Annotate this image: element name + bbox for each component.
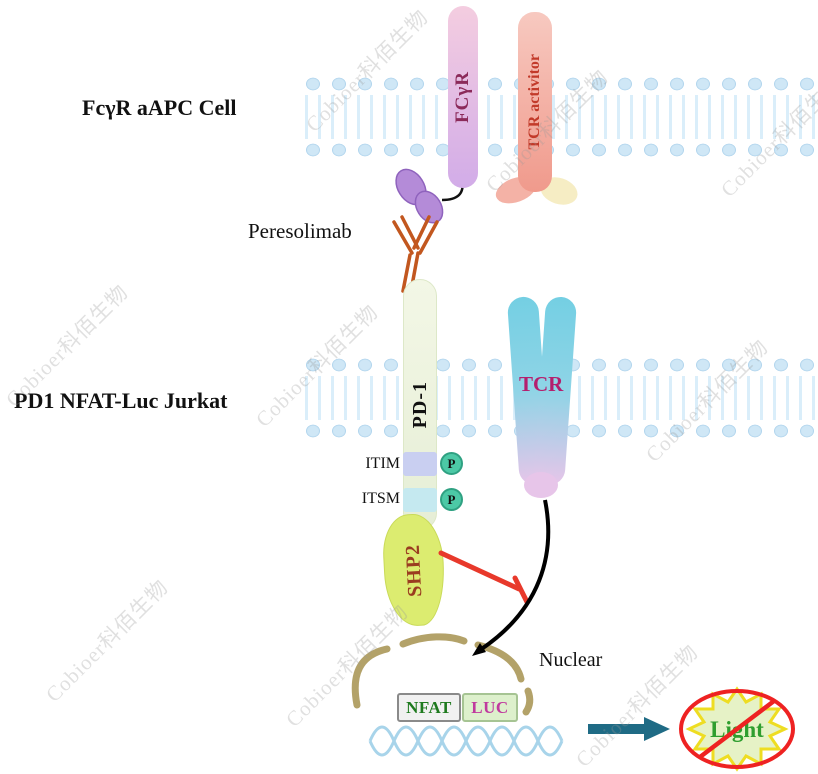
nuclear-label: Nuclear	[539, 649, 603, 671]
itsm-motif	[403, 488, 437, 512]
phospho-circle: P	[440, 488, 463, 511]
inhibition-tbar	[438, 550, 530, 605]
luc-box: LUC	[462, 693, 518, 722]
phospho-circle: P	[440, 452, 463, 475]
fc-binding-ovals	[395, 168, 444, 224]
nfat-label: NFAT	[406, 697, 452, 717]
itsm-motif-label: ITSM	[361, 490, 400, 507]
nfat-box: NFAT	[397, 693, 461, 722]
itim-motif-label: ITIM	[365, 455, 400, 472]
itim-motif	[403, 452, 437, 476]
dna-helix	[368, 725, 564, 757]
jurkat-cell-label: PD1 NFAT-Luc Jurkat	[14, 388, 228, 413]
apc-cell-membrane	[300, 74, 818, 160]
luc-label: LUC	[471, 697, 509, 717]
peresolimab-label: Peresolimab	[248, 219, 352, 243]
apc-cell-label: FcγR aAPC Cell	[82, 95, 237, 120]
tcr-receptor	[507, 296, 577, 498]
peresolimab-antibody	[392, 215, 439, 293]
phospho-label: P	[447, 455, 456, 471]
phospho-label: P	[447, 491, 456, 507]
no-light-prohibition	[679, 689, 795, 769]
output-arrow	[588, 717, 670, 741]
tcr-signal-arrow	[472, 499, 551, 656]
tcr-activator: TCR activitor	[518, 12, 552, 192]
fcgr-receptor: FCγR	[448, 6, 478, 188]
tcr-label: TCR	[519, 372, 564, 396]
